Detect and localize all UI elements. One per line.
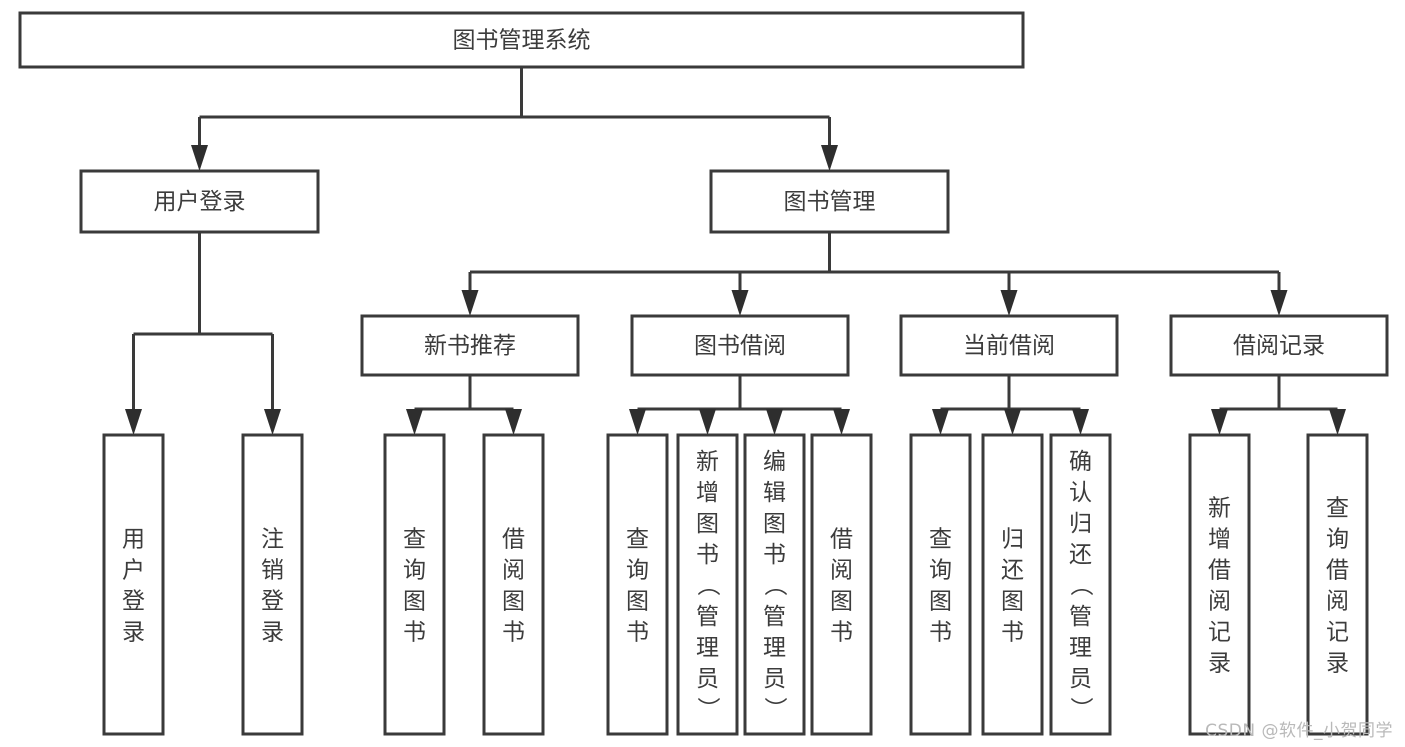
- leaf-box: [1306, 433, 1369, 736]
- leaf-box: [981, 433, 1044, 736]
- leaf-label: 编辑图书（管理员）: [763, 449, 788, 723]
- leaf-box: [676, 433, 739, 736]
- leaf-box: [383, 433, 446, 736]
- node-label: 图书管理系统: [453, 28, 591, 54]
- arrow-head: [629, 409, 646, 435]
- arrow-head: [833, 409, 850, 435]
- node-label: 用户登录: [154, 189, 246, 215]
- leaf-label: 用户登录: [122, 527, 145, 646]
- leaf-label: 查询借阅记录: [1326, 496, 1349, 677]
- node-label: 图书管理: [784, 189, 876, 215]
- leaf-label: 注销登录: [261, 527, 284, 646]
- leaf-user-logout[interactable]: 注销登录: [241, 433, 304, 736]
- arrow-head: [505, 409, 522, 435]
- node-label: 新书推荐: [424, 333, 516, 359]
- connector-layer: [125, 67, 1346, 435]
- arrow-head: [731, 290, 749, 316]
- leaf-add-book-admin[interactable]: 新增图书（管理员）: [676, 433, 739, 736]
- leaf-add-borrow-record[interactable]: 新增借阅记录: [1188, 433, 1251, 736]
- leaf-box: [606, 433, 669, 736]
- node-box: [899, 314, 1119, 377]
- leaf-label: 查询图书: [929, 527, 952, 646]
- leaf-query-books-borrow[interactable]: 查询图书: [606, 433, 669, 736]
- leaf-box: [102, 433, 165, 736]
- leaf-query-books-current[interactable]: 查询图书: [909, 433, 972, 736]
- node-box: [18, 11, 1025, 69]
- leaf-box: [743, 433, 806, 736]
- node-box: [709, 169, 950, 234]
- leaf-edit-book-admin[interactable]: 编辑图书（管理员）: [743, 433, 806, 736]
- node-book-borrow[interactable]: 图书借阅: [630, 314, 850, 377]
- node-borrow-records[interactable]: 借阅记录: [1169, 314, 1389, 377]
- leaf-query-borrow-record[interactable]: 查询借阅记录: [1306, 433, 1369, 736]
- node-book-management[interactable]: 图书管理: [709, 169, 950, 234]
- leaf-borrow-book[interactable]: 借阅图书: [810, 433, 873, 736]
- leaf-box: [241, 433, 304, 736]
- arrow-head: [1329, 409, 1346, 435]
- leaf-label: 借阅图书: [830, 527, 853, 646]
- arrow-head: [1004, 409, 1021, 435]
- leaf-label: 借阅图书: [502, 527, 525, 646]
- leaf-box: [1049, 433, 1112, 736]
- arrow-head: [1000, 290, 1018, 316]
- leaf-query-books-rec[interactable]: 查询图书: [383, 433, 446, 736]
- leaf-box: [810, 433, 873, 736]
- arrow-head: [264, 409, 281, 435]
- arrow-head: [125, 409, 142, 435]
- node-box: [360, 314, 580, 377]
- arrow-head: [1270, 290, 1288, 316]
- arrow-head: [766, 409, 783, 435]
- arrow-head: [1211, 409, 1228, 435]
- node-label: 当前借阅: [963, 333, 1055, 359]
- node-label: 图书借阅: [694, 333, 786, 359]
- leaf-label: 新增借阅记录: [1208, 496, 1231, 677]
- node-new-book-recommend[interactable]: 新书推荐: [360, 314, 580, 377]
- leaf-label: 归还图书: [1001, 527, 1024, 646]
- arrow-head: [191, 145, 208, 171]
- leaf-confirm-return-admin[interactable]: 确认归还（管理员）: [1049, 433, 1112, 736]
- node-layer: 图书管理系统用户登录图书管理新书推荐图书借阅当前借阅借阅记录用户登录注销登录查询…: [18, 11, 1389, 736]
- leaf-box: [1188, 433, 1251, 736]
- node-root-system[interactable]: 图书管理系统: [18, 11, 1025, 69]
- node-user-login[interactable]: 用户登录: [79, 169, 320, 234]
- leaf-user-login-do[interactable]: 用户登录: [102, 433, 165, 736]
- node-box: [1169, 314, 1389, 377]
- arrow-head: [821, 145, 838, 171]
- node-box: [630, 314, 850, 377]
- leaf-box: [482, 433, 545, 736]
- node-label: 借阅记录: [1233, 333, 1325, 359]
- leaf-borrow-books-rec[interactable]: 借阅图书: [482, 433, 545, 736]
- arrow-head: [1072, 409, 1089, 435]
- node-box: [79, 169, 320, 234]
- arrow-head: [461, 290, 479, 316]
- leaf-box: [909, 433, 972, 736]
- arrow-head: [932, 409, 949, 435]
- leaf-label: 查询图书: [403, 527, 426, 646]
- leaf-label: 新增图书（管理员）: [696, 449, 721, 723]
- arrow-head: [406, 409, 423, 435]
- arrow-head: [699, 409, 716, 435]
- leaf-label: 确认归还（管理员）: [1069, 449, 1094, 723]
- leaf-label: 查询图书: [626, 527, 649, 646]
- leaf-return-book[interactable]: 归还图书: [981, 433, 1044, 736]
- node-current-borrow[interactable]: 当前借阅: [899, 314, 1119, 377]
